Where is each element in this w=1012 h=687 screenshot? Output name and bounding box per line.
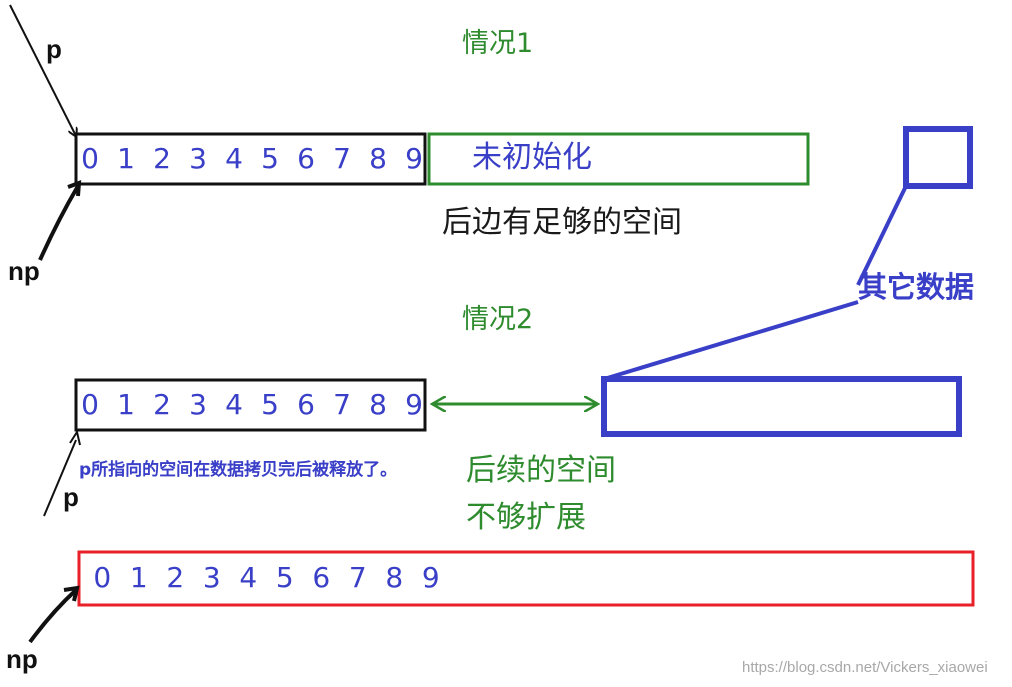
digit: 7 bbox=[348, 561, 367, 594]
case2-insufficient-line1: 后续的空间 bbox=[466, 453, 616, 488]
digit: 1 bbox=[117, 142, 135, 175]
digit: 6 bbox=[297, 142, 315, 175]
digit: 6 bbox=[312, 561, 331, 594]
other-data-label: 其它数据 bbox=[858, 270, 975, 304]
digit: 8 bbox=[369, 388, 387, 421]
digit: 2 bbox=[153, 142, 171, 175]
case1-np-arrow bbox=[38, 184, 80, 261]
digit: 5 bbox=[261, 388, 279, 421]
case1-np-label: np bbox=[8, 256, 40, 286]
digit: 4 bbox=[225, 142, 243, 175]
case2-insufficient-line2: 不够扩展 bbox=[466, 500, 586, 535]
digit: 0 bbox=[93, 561, 112, 594]
digit: 7 bbox=[333, 388, 351, 421]
digit: 9 bbox=[421, 561, 440, 594]
case1-title: 情况1 bbox=[462, 28, 534, 59]
digit: 0 bbox=[81, 142, 99, 175]
digit: 5 bbox=[261, 142, 279, 175]
digit: 6 bbox=[297, 388, 315, 421]
digit: 5 bbox=[275, 561, 294, 594]
case1-digits: 0 1 2 3 4 5 6 7 8 9 bbox=[72, 145, 432, 173]
digit: 3 bbox=[189, 388, 207, 421]
case1-np-arrowhead bbox=[67, 180, 82, 197]
digit: 3 bbox=[202, 561, 221, 594]
new-np-arrow bbox=[28, 588, 78, 644]
case2-freed-note: p所指向的空间在数据拷贝完后被释放了。 bbox=[79, 460, 398, 480]
watermark: https://blog.csdn.net/Vickers_xiaowei bbox=[742, 659, 988, 676]
digit: 4 bbox=[239, 561, 258, 594]
digit: 8 bbox=[369, 142, 387, 175]
case2-p-label: p bbox=[63, 482, 79, 512]
new-np-arrowhead bbox=[63, 585, 80, 602]
other-data-connector-left bbox=[856, 185, 908, 286]
case2-array-box bbox=[74, 378, 427, 432]
other-data-connector-diag bbox=[603, 300, 859, 381]
digit: 1 bbox=[117, 388, 135, 421]
case1-uninit-label: 未初始化 bbox=[472, 140, 592, 175]
new-array-box bbox=[77, 550, 975, 607]
digit: 3 bbox=[189, 142, 207, 175]
case2-title: 情况2 bbox=[462, 304, 534, 335]
digit: 9 bbox=[405, 388, 423, 421]
case1-p-label: p bbox=[46, 34, 62, 64]
digit: 0 bbox=[81, 388, 99, 421]
case2-digits: 0 1 2 3 4 5 6 7 8 9 bbox=[72, 391, 432, 419]
digit: 1 bbox=[129, 561, 148, 594]
digit: 4 bbox=[225, 388, 243, 421]
case1-p-arrow bbox=[9, 4, 76, 136]
digit: 9 bbox=[405, 142, 423, 175]
case2-other-data-region bbox=[601, 376, 962, 437]
case2-p-arrowhead bbox=[69, 429, 81, 446]
digit: 2 bbox=[153, 388, 171, 421]
case1-uninit-box bbox=[427, 132, 810, 186]
digit: 7 bbox=[333, 142, 351, 175]
new-array-digits: 0 1 2 3 4 5 6 7 8 9 bbox=[84, 564, 449, 592]
digit: 2 bbox=[166, 561, 185, 594]
digit: 8 bbox=[385, 561, 404, 594]
case1-array-box bbox=[74, 132, 427, 186]
other-data-box bbox=[903, 126, 973, 189]
new-np-label: np bbox=[6, 644, 38, 674]
case1-enough-space-label: 后边有足够的空间 bbox=[442, 205, 682, 240]
case2-p-line bbox=[43, 439, 77, 517]
